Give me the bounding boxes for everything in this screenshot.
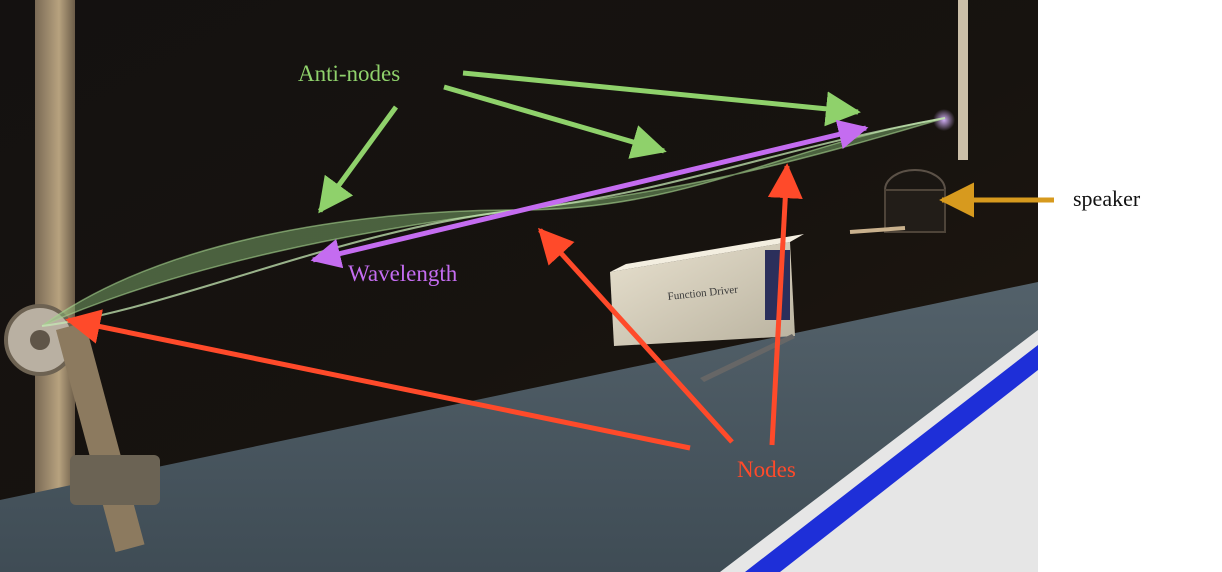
speaker-body bbox=[884, 189, 946, 233]
wavelength-arrow bbox=[310, 119, 869, 269]
left-pillar bbox=[35, 0, 75, 572]
nodes-label: Nodes bbox=[737, 457, 796, 482]
clamp-body bbox=[70, 455, 160, 505]
string-end-glow bbox=[933, 109, 955, 131]
function-generator-shadow bbox=[700, 334, 795, 382]
antinodes-label: Anti-nodes bbox=[298, 61, 401, 86]
wavelength-label: Wavelength bbox=[348, 261, 458, 286]
node-arrow-2 bbox=[538, 227, 734, 444]
antinode-arrow-3 bbox=[462, 70, 861, 127]
right-rod bbox=[958, 0, 968, 160]
node-arrow-1 bbox=[65, 309, 691, 451]
bench-white-strip bbox=[720, 330, 1038, 572]
pulley-hub bbox=[30, 330, 50, 350]
speaker-label: speaker bbox=[1073, 186, 1141, 211]
node-arrow-3 bbox=[767, 163, 803, 446]
bench-blue-edge bbox=[745, 345, 1038, 572]
